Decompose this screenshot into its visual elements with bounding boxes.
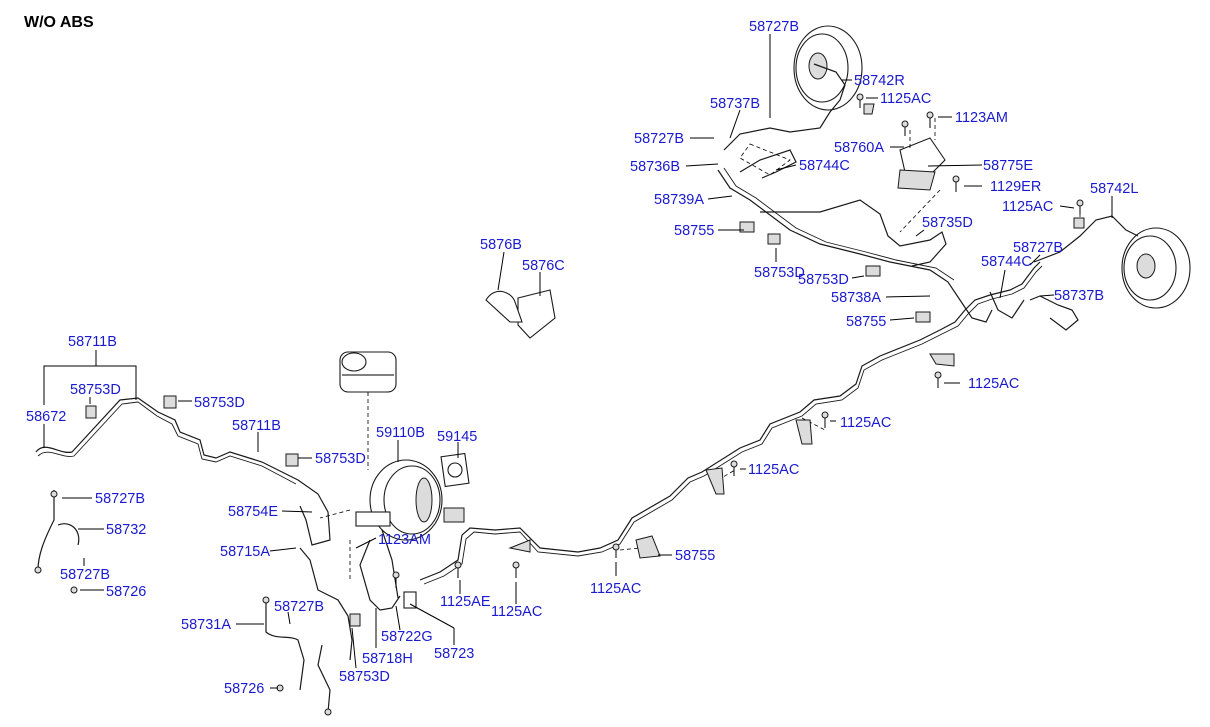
callout-labels: 58727B 58742R 1125AC 58737B 1123AM 58727… [26, 19, 1138, 697]
callout-58711b-top: 58711B [68, 334, 117, 350]
callout-58672: 58672 [26, 409, 66, 425]
callout-58742l: 58742L [1090, 181, 1138, 197]
callout-58727b-mid: 58727B [634, 131, 684, 147]
callout-58753d-left1: 58753D [70, 382, 121, 398]
callout-58738a: 58738A [831, 290, 881, 306]
callout-59145: 59145 [437, 429, 477, 445]
callout-58727b-right: 58727B [1013, 240, 1063, 256]
callout-58727b-bottom: 58727B [274, 599, 324, 615]
callout-58715a: 58715A [220, 544, 270, 560]
callout-58753d-mid: 58753D [798, 272, 849, 288]
callout-58732: 58732 [106, 522, 146, 538]
callout-58754e: 58754E [228, 504, 278, 520]
callout-1125ac-bottom: 1125AC [590, 581, 641, 597]
brake-booster [355, 459, 443, 541]
callout-59110b: 59110B [376, 425, 425, 441]
callout-58753d-bottom: 58753D [339, 669, 390, 685]
callout-58744c-right: 58744C [981, 254, 1032, 270]
callout-5876c: 5876C [522, 258, 565, 274]
callout-58723: 58723 [434, 646, 474, 662]
callout-58727b-left2: 58727B [60, 567, 110, 583]
callout-1129er: 1129ER [990, 179, 1041, 195]
callout-58722g: 58722G [381, 629, 433, 645]
diagram-title: W/O ABS [24, 14, 94, 31]
callout-58739a: 58739A [654, 192, 704, 208]
callout-58755-bottom: 58755 [675, 548, 715, 564]
callout-58753d-left3: 58753D [315, 451, 366, 467]
leader-lines [43, 34, 1113, 689]
hose-5876b [485, 290, 523, 323]
bracket-5876c [517, 289, 556, 339]
callout-1125ac-mid: 1125AC [968, 376, 1019, 392]
booster-gasket [440, 452, 470, 488]
brake-reservoir [339, 351, 397, 393]
callout-1125ac-lower: 1125AC [748, 462, 799, 478]
callout-58737b-top: 58737B [710, 96, 760, 112]
callout-58744c-top: 58744C [799, 158, 850, 174]
proportioning-valve [897, 137, 946, 191]
rear-right-drum [793, 25, 863, 111]
rear-left-drum [1121, 227, 1191, 309]
callout-58731a: 58731A [181, 617, 231, 633]
callout-58775e: 58775E [983, 158, 1033, 174]
callout-1123am-top: 1123AM [955, 110, 1008, 126]
callout-58742r: 58742R [854, 73, 905, 89]
clips [34, 103, 1085, 716]
callout-58737b-right: 58737B [1054, 288, 1104, 304]
callout-58718h: 58718H [362, 651, 413, 667]
callout-58726-top: 58726 [106, 584, 146, 600]
callout-1125ac-booster: 1125AC [491, 604, 542, 620]
callout-58726-bottom: 58726 [224, 681, 264, 697]
callout-5876b: 5876B [480, 237, 522, 253]
callout-1125ae: 1125AE [440, 594, 491, 610]
callout-58736b: 58736B [630, 159, 680, 175]
callout-58753d-left2: 58753D [194, 395, 245, 411]
callout-58755-top: 58755 [674, 223, 714, 239]
callout-1125ac-right: 1125AC [1002, 199, 1053, 215]
callout-58755-mid: 58755 [846, 314, 886, 330]
callout-1125ac-center: 1125AC [840, 415, 891, 431]
bolts [392, 93, 1084, 588]
callout-58711b-mid: 58711B [232, 418, 281, 434]
callout-58735d: 58735D [922, 215, 973, 231]
callout-58760a: 58760A [834, 140, 884, 156]
callout-58753d-upper: 58753D [754, 265, 805, 281]
brake-lines [35, 63, 1139, 713]
callout-1123am-bottom: 1123AM [378, 532, 431, 548]
callout-58727b-left: 58727B [95, 491, 145, 507]
callout-58727b-top: 58727B [749, 19, 799, 35]
callout-1125ac-top: 1125AC [880, 91, 931, 107]
